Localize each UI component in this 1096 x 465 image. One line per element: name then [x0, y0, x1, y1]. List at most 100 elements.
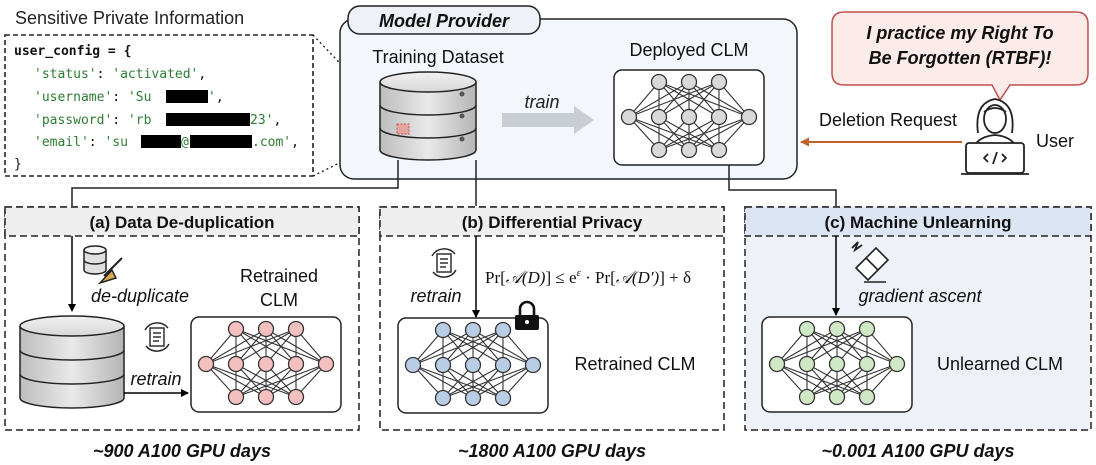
- train-label: train: [524, 92, 559, 112]
- code-line-status: 'status': 'activated',: [34, 67, 206, 82]
- deduplicate-label: de-duplicate: [91, 286, 189, 306]
- deployed-clm-label: Deployed CLM: [629, 40, 748, 60]
- network-node: [287, 388, 305, 406]
- network-node: [768, 355, 786, 373]
- network-node: [680, 141, 698, 159]
- training-dataset-label: Training Dataset: [372, 47, 503, 67]
- network-node: [680, 108, 698, 126]
- network-node: [650, 108, 668, 126]
- network-node: [828, 388, 846, 406]
- retrained-network-a: [197, 320, 335, 406]
- network-edge: [265, 363, 327, 398]
- network-edge: [442, 329, 504, 366]
- retrain-label-a: retrain: [130, 369, 181, 389]
- network-node: [257, 320, 275, 338]
- retrained-network-b: [404, 321, 542, 407]
- network-edge: [628, 81, 690, 118]
- train-arrow: [502, 106, 594, 134]
- network-node: [257, 388, 275, 406]
- code-password-end: 23',: [250, 113, 281, 128]
- retrain-icon: [144, 322, 170, 352]
- network-edge: [442, 364, 504, 399]
- code-line-username: 'username': 'Su: [34, 90, 151, 105]
- network-node: [494, 389, 512, 407]
- user-icon: [961, 98, 1029, 175]
- network-node: [257, 355, 275, 373]
- code-email-at: @: [181, 135, 189, 150]
- network-node: [227, 388, 245, 406]
- network-edge: [412, 329, 504, 366]
- network-edge: [472, 364, 534, 399]
- network-node: [317, 355, 335, 373]
- network-node: [710, 108, 728, 126]
- network-edge: [235, 328, 297, 365]
- network-node: [858, 388, 876, 406]
- connector-c: [728, 165, 837, 206]
- retrain-label-b: retrain: [410, 286, 461, 306]
- network-edge: [442, 364, 534, 399]
- network-node: [858, 320, 876, 338]
- code-line-password: 'password': 'rb: [34, 113, 152, 128]
- connector-a: [71, 160, 399, 206]
- network-node: [828, 355, 846, 373]
- deletion-request-label: Deletion Request: [819, 110, 957, 130]
- network-edge: [806, 328, 868, 365]
- network-node: [798, 320, 816, 338]
- network-edge: [806, 363, 898, 398]
- network-node: [798, 355, 816, 373]
- network-node: [650, 141, 668, 159]
- retrained-clm-a-line2: CLM: [260, 290, 298, 310]
- dp-formula: Pr[𝒜(D)] ≤ eε · Pr[𝒜(D′)] + δ: [485, 267, 691, 287]
- network-edge: [235, 363, 297, 398]
- network-node: [434, 356, 452, 374]
- network-node: [740, 108, 758, 126]
- panel-b-title: (b) Differential Privacy: [462, 213, 643, 232]
- network-edge: [688, 116, 750, 151]
- network-node: [888, 355, 906, 373]
- network-node: [197, 355, 215, 373]
- code-box: [4, 34, 314, 177]
- retrained-clm-b-label: Retrained CLM: [574, 354, 695, 374]
- eraser-icon: [851, 241, 890, 283]
- user-label: User: [1036, 131, 1074, 151]
- network-node: [620, 108, 638, 126]
- network-edge: [658, 116, 720, 151]
- network-node: [650, 73, 668, 91]
- cost-a: ~900 A100 GPU days: [93, 441, 271, 461]
- deployed-network: [620, 73, 758, 159]
- network-edge: [205, 328, 297, 365]
- network-edge: [235, 363, 327, 398]
- network-node: [494, 356, 512, 374]
- cost-b: ~1800 A100 GPU days: [458, 441, 646, 461]
- network-node: [227, 320, 245, 338]
- network-node: [464, 389, 482, 407]
- code-line-close: }: [14, 157, 22, 172]
- speech-line-1: I practice my Right To: [866, 23, 1053, 43]
- zoom-line: [312, 133, 399, 177]
- database-icon: [19, 315, 125, 409]
- network-node: [464, 356, 482, 374]
- cost-c: ~0.001 A100 GPU days: [822, 441, 1015, 461]
- redaction-bar: [166, 90, 208, 103]
- network-node: [434, 389, 452, 407]
- unlearned-clm-label: Unlearned CLM: [937, 354, 1063, 374]
- model-provider-tab: [347, 5, 541, 35]
- code-email-end: .com',: [252, 135, 299, 150]
- sensitive-title: Sensitive Private Information: [15, 8, 244, 28]
- dedup-icon: [83, 245, 123, 285]
- network-node: [227, 355, 245, 373]
- network-edge: [806, 363, 868, 398]
- speech-line-2: Be Forgotten (RTBF)!: [869, 48, 1052, 68]
- model-provider-title: Model Provider: [379, 11, 510, 31]
- panel-b-header: [379, 206, 725, 237]
- network-node: [798, 388, 816, 406]
- database-icon: [379, 71, 477, 161]
- network-edge: [836, 363, 898, 398]
- code-block: user_config = { 'status': 'activated', '…: [14, 44, 299, 172]
- retrained-clm-a-line1: Retrained: [240, 266, 318, 286]
- network-node: [287, 320, 305, 338]
- private-record-mark: [396, 123, 410, 135]
- network-node: [710, 141, 728, 159]
- code-line-1: user_config = {: [14, 44, 131, 59]
- panel-a-title: (a) Data De-duplication: [89, 213, 274, 232]
